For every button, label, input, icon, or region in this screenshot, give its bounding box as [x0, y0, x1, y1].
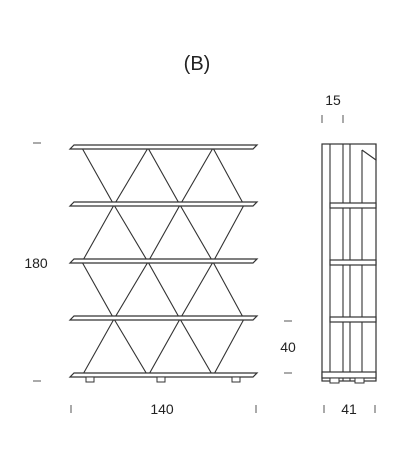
side-shelf-1	[329, 202, 377, 209]
shelf-3	[68, 258, 259, 264]
side-shelf-4	[321, 371, 377, 379]
diagram-title: (B)	[184, 53, 211, 75]
shelf-4	[68, 315, 259, 321]
spacing-label: 40	[280, 339, 296, 355]
foot-right	[231, 376, 241, 383]
shelf-2	[68, 201, 259, 207]
shelf-5	[68, 372, 259, 378]
foot-middle	[156, 376, 166, 383]
depth-dimension: 41	[341, 401, 357, 417]
feet	[85, 376, 241, 383]
shelves	[68, 144, 259, 378]
spacing-dimension: 40	[280, 320, 296, 374]
height-dimension: 180	[24, 255, 48, 271]
side-shelf-3	[329, 316, 377, 323]
side-view: 15 41	[321, 92, 377, 417]
shelf-1	[68, 144, 259, 150]
side-shelf-2	[329, 259, 377, 266]
side-foot-right	[354, 377, 365, 384]
front-view: 180 140	[24, 142, 259, 417]
foot-left	[85, 376, 95, 383]
side-foot-left	[329, 377, 340, 384]
width-dimension: 140	[150, 401, 174, 417]
side-top-dimension: 15	[325, 92, 341, 108]
